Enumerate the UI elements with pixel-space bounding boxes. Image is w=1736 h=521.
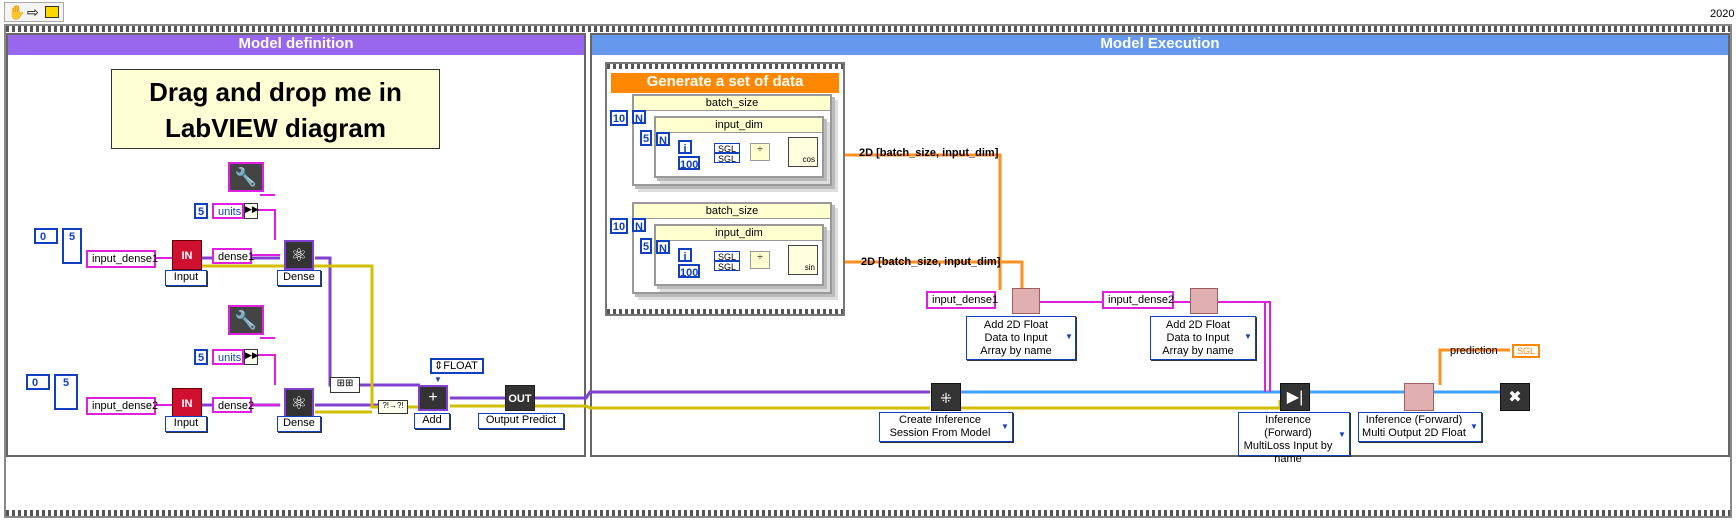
- config-wrench-icon-1[interactable]: 🔧: [228, 162, 264, 192]
- cos-node[interactable]: cos: [788, 137, 818, 167]
- build-array-node[interactable]: ⊞⊞: [330, 377, 360, 393]
- add-2d-selector-2[interactable]: Add 2D Float Data to Input Array by name: [1150, 316, 1256, 360]
- output-predict-selector[interactable]: Output Predict: [478, 413, 564, 429]
- cos-label: cos: [802, 155, 815, 164]
- units-label-2: units: [212, 349, 244, 365]
- create-session-node[interactable]: ⁜: [931, 383, 961, 411]
- dropdown-arrow-icon: ▼: [1338, 430, 1346, 439]
- sgl-convert-2a: SGL: [714, 251, 740, 262]
- sgl-convert-2b: SGL: [714, 261, 740, 272]
- dense-selector-1[interactable]: Dense: [277, 270, 321, 286]
- add-node[interactable]: +: [418, 385, 448, 411]
- model-definition-header: Model definition: [8, 35, 584, 55]
- exec-input-name-2[interactable]: input_dense2: [1102, 291, 1174, 309]
- sin-node[interactable]: sin: [788, 245, 818, 275]
- toolbar: ✋ ⇨: [4, 2, 64, 22]
- version-label: 2020: [1710, 8, 1735, 20]
- n-terminal-2: N: [632, 218, 646, 233]
- inner-n-const-1[interactable]: 5: [640, 130, 652, 146]
- dense-node-2[interactable]: ⚛: [284, 388, 314, 418]
- input-selector-1[interactable]: Input: [165, 270, 207, 286]
- units-const-1[interactable]: 5: [194, 203, 208, 219]
- outer-structure: [4, 24, 1732, 518]
- inner-n-terminal-1: N: [656, 132, 670, 147]
- dense-selector-2[interactable]: Dense: [277, 416, 321, 432]
- dropdown-arrow-icon: ▼: [1001, 422, 1009, 431]
- inference-multi-output-node[interactable]: [1404, 383, 1434, 411]
- array-value-2[interactable]: 5: [54, 374, 78, 410]
- input-in-node-2[interactable]: IN: [172, 388, 202, 418]
- dropdown-arrow-icon: ▼: [434, 375, 442, 384]
- inner-loop-label-1: input_dim: [656, 118, 822, 133]
- config-wrench-icon-2[interactable]: 🔧: [228, 305, 264, 335]
- ring-icon: ⇕: [434, 360, 444, 372]
- inner-loop-label-2: input_dim: [656, 226, 822, 241]
- note-line1: Drag and drop me in: [149, 77, 402, 107]
- data-gen-header: Generate a set of data: [611, 73, 839, 93]
- units-const-2[interactable]: 5: [194, 349, 208, 365]
- dropdown-arrow-icon: ▼: [1244, 332, 1252, 341]
- outer-loop-label-2: batch_size: [634, 204, 830, 219]
- inference-multiloss-node[interactable]: ▶|: [1280, 383, 1310, 411]
- div-const-2[interactable]: 100: [678, 264, 700, 279]
- layer-name-2[interactable]: dense2: [212, 397, 254, 413]
- n-terminal-1: N: [632, 110, 646, 125]
- sin-label: sin: [804, 263, 815, 272]
- divide-node-1: ÷: [750, 143, 770, 161]
- arrow-right-icon[interactable]: ⇨: [27, 4, 39, 20]
- add-2d-selector-1[interactable]: Add 2D Float Data to Input Array by name: [966, 316, 1076, 360]
- outer-loop-label-1: batch_size: [634, 96, 830, 111]
- sgl-convert-1a: SGL: [714, 143, 740, 154]
- i-terminal-1: i: [678, 140, 692, 155]
- n-const-2[interactable]: 10: [610, 218, 628, 234]
- array-index-1[interactable]: 0: [34, 228, 58, 244]
- layer-name-1[interactable]: dense1: [212, 248, 254, 264]
- dropdown-arrow-icon: ▼: [1470, 422, 1478, 431]
- release-session-node[interactable]: ✖: [1500, 383, 1530, 411]
- merge-errors-node[interactable]: ?!→?!: [378, 400, 408, 414]
- units-label-1: units: [212, 203, 244, 219]
- inner-n-terminal-2: N: [656, 240, 670, 255]
- add-selector[interactable]: Add: [414, 413, 450, 429]
- output-label-1: 2D [batch_size, input_dim]: [859, 147, 999, 159]
- n-const-1[interactable]: 10: [610, 110, 628, 126]
- model-execution-header: Model Execution: [592, 35, 1728, 55]
- inference-multi-output-selector[interactable]: Inference (Forward) Multi Output 2D Floa…: [1358, 412, 1482, 442]
- output-label-2: 2D [batch_size, input_dim]: [861, 256, 1001, 268]
- prediction-indicator[interactable]: SGL: [1512, 344, 1540, 358]
- bundle-node-1: ▶▶: [244, 203, 259, 219]
- run-icon[interactable]: [45, 6, 59, 18]
- prediction-label: prediction: [1450, 345, 1498, 357]
- array-value-1[interactable]: 5: [62, 228, 82, 264]
- float-const[interactable]: ⇕FLOAT ▼: [430, 358, 484, 384]
- bundle-node-2: ▶▶: [244, 349, 259, 365]
- exec-input-name-1[interactable]: input_dense1: [926, 291, 998, 309]
- note-line2: LabVIEW diagram: [164, 113, 387, 143]
- input-in-node-1[interactable]: IN: [172, 240, 202, 270]
- output-node[interactable]: OUT: [505, 385, 535, 411]
- input-selector-2[interactable]: Input: [165, 416, 207, 432]
- sgl-convert-1b: SGL: [714, 153, 740, 164]
- dense-node-1[interactable]: ⚛: [284, 240, 314, 270]
- note-box: Drag and drop me in LabVIEW diagram: [111, 69, 440, 149]
- i-terminal-2: i: [678, 248, 692, 263]
- dropdown-arrow-icon: ▼: [1065, 332, 1073, 341]
- inference-multiloss-selector[interactable]: Inference (Forward) MultiLoss Input by n…: [1238, 412, 1350, 465]
- inner-n-const-2[interactable]: 5: [640, 238, 652, 254]
- sgl-indicator-label: SGL: [1516, 346, 1535, 356]
- input-name-2[interactable]: input_dense2: [86, 397, 158, 415]
- div-const-1[interactable]: 100: [678, 156, 700, 171]
- add-2d-node-1[interactable]: [1012, 288, 1040, 314]
- float-const-label: FLOAT: [443, 360, 478, 372]
- divide-node-2: ÷: [750, 251, 770, 269]
- input-name-1[interactable]: input_dense1: [86, 250, 158, 268]
- add-2d-node-2[interactable]: [1190, 288, 1218, 314]
- hand-icon[interactable]: ✋: [8, 4, 26, 20]
- array-index-2[interactable]: 0: [26, 374, 50, 390]
- create-session-selector[interactable]: Create Inference Session From Model: [879, 412, 1013, 442]
